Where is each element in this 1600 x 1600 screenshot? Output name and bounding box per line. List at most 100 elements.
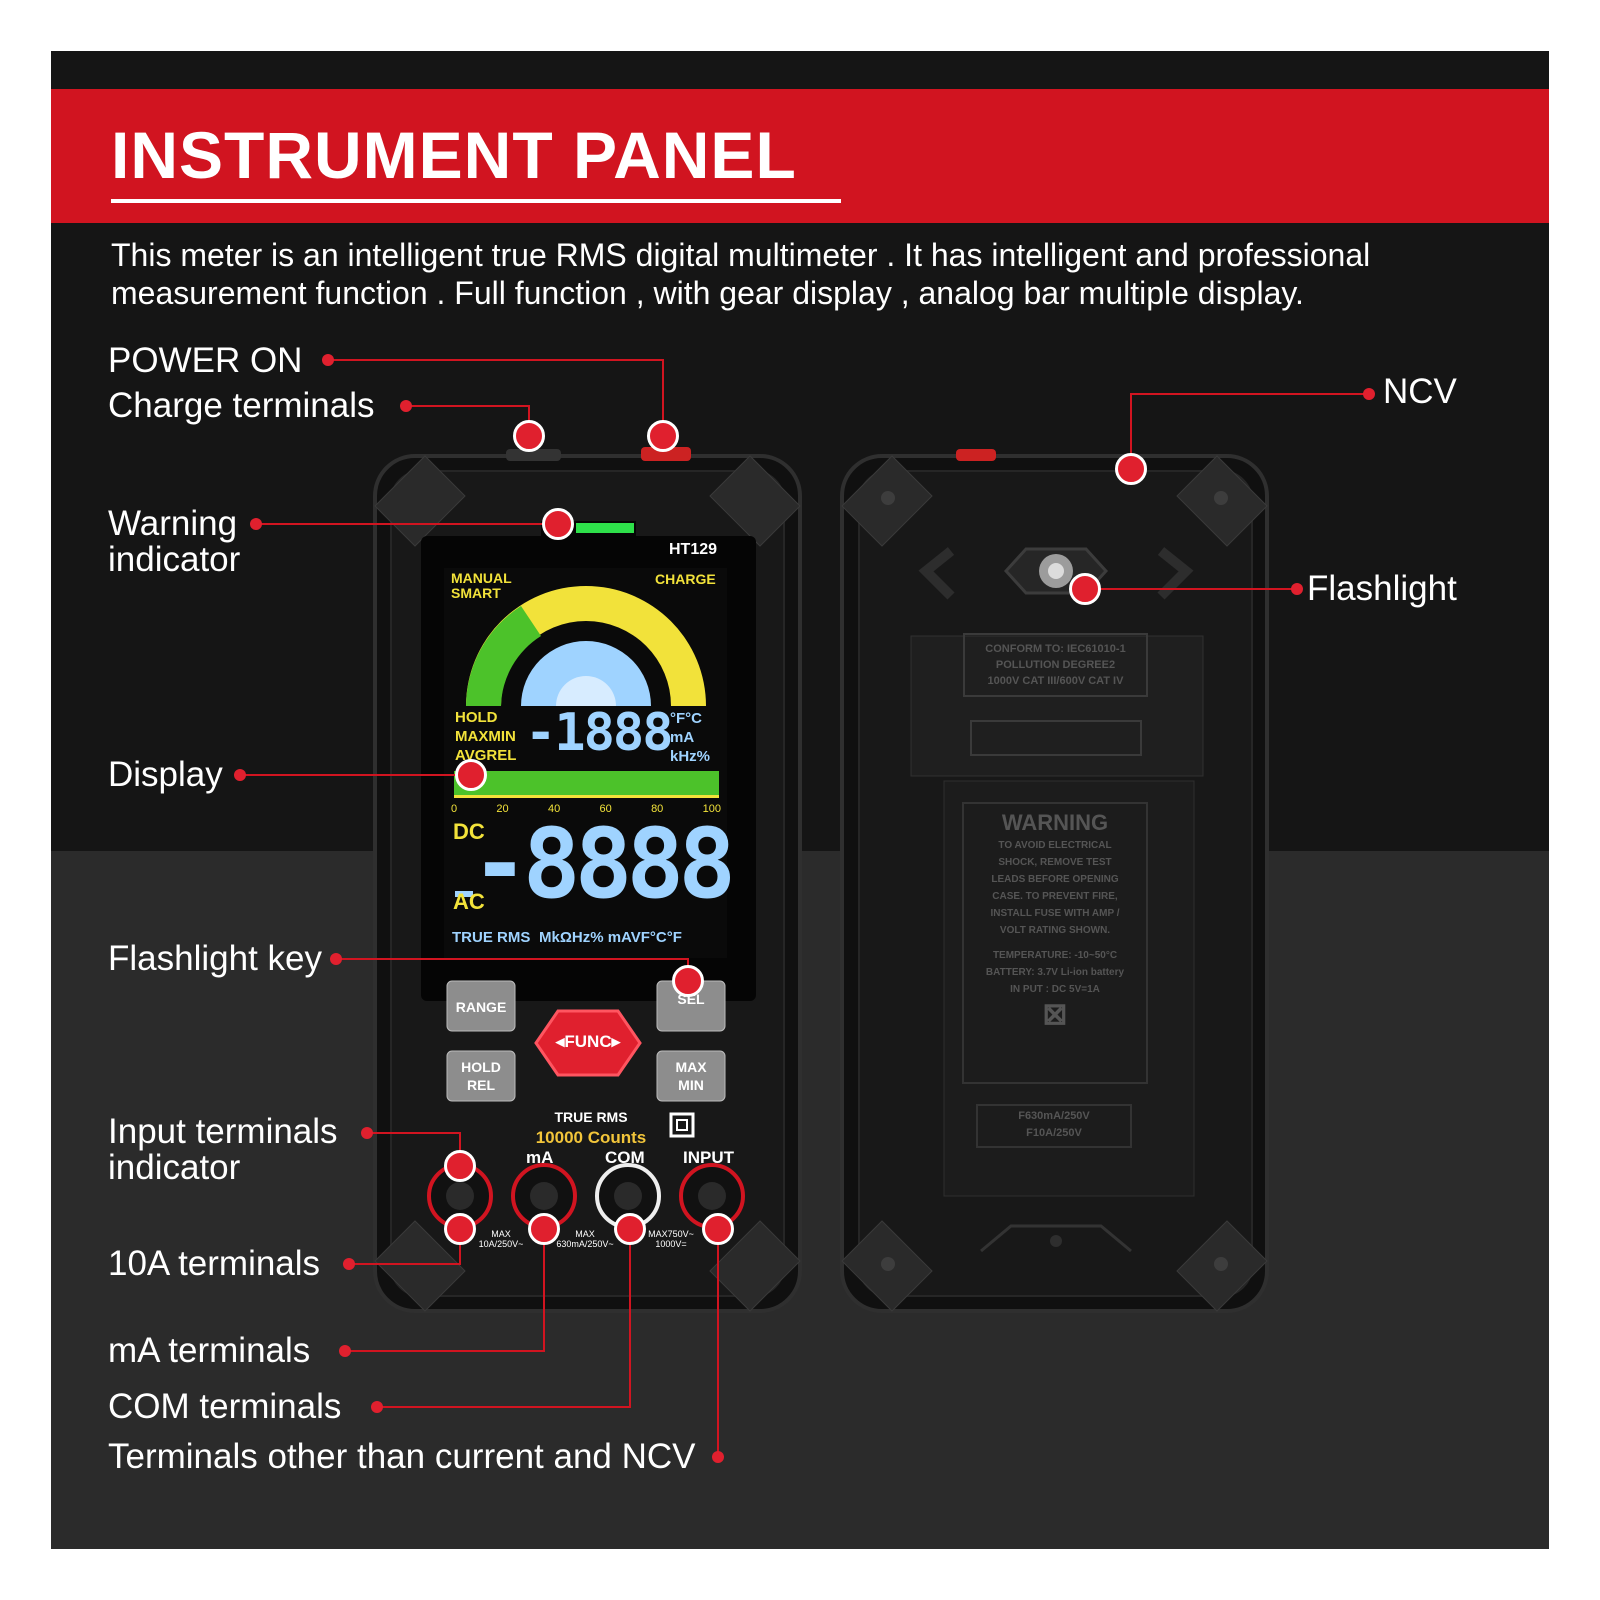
callout-dot — [322, 354, 334, 366]
callout-ncv: NCV — [1383, 372, 1457, 411]
meter-illustration — [240, 359, 1369, 1457]
lcd-bottom-units: MkΩHz% mAVF°C°F — [539, 929, 682, 946]
marker-com-terminal — [614, 1213, 646, 1245]
lcd-top-digits: -1888 — [525, 703, 674, 763]
lcd-hold: HOLD — [455, 709, 498, 726]
front-meter — [373, 447, 802, 1313]
marker-charge-terminal — [513, 420, 545, 452]
scale-tick: 20 — [496, 803, 509, 815]
callout-input-line-2: indicator — [108, 1148, 241, 1187]
model-label: HT129 — [669, 541, 718, 558]
warning-line: TO AVOID ELECTRICAL — [998, 840, 1112, 851]
header-banner: INSTRUMENT PANEL — [51, 89, 1549, 223]
hold-label: HOLD — [461, 1059, 501, 1075]
callout-charge-terminals: Charge terminals — [108, 386, 375, 425]
callout-dot — [1291, 583, 1303, 595]
manual-label: MANUAL SMART — [451, 571, 512, 601]
hold-rel-button[interactable]: HOLD REL — [447, 1058, 515, 1094]
battery-line: BATTERY: 3.7V Li-ion battery — [985, 967, 1125, 978]
range-button[interactable]: RANGE — [455, 999, 507, 1015]
marker-power-on — [647, 420, 679, 452]
callout-dot — [1363, 388, 1375, 400]
warning-line: INSTALL FUSE WITH AMP / — [990, 908, 1120, 919]
intro-line-1: This meter is an intelligent true RMS di… — [111, 237, 1371, 273]
scale-tick: 40 — [547, 803, 561, 815]
lcd-unit-ma: mA — [670, 729, 695, 746]
lcd-charge: CHARGE — [655, 571, 716, 587]
lcd-smart: SMART — [451, 585, 501, 601]
conform-line-3: 1000V CAT III/600V CAT IV — [987, 675, 1124, 687]
callout-warning-indicator: Warning indicator — [108, 506, 240, 578]
instrument-panel: INSTRUMENT PANEL This meter is an intell… — [51, 51, 1549, 1549]
marker-flashlight-key — [672, 965, 704, 997]
fuse-line-2: F10A/250V — [1026, 1127, 1082, 1139]
scale-tick: 60 — [599, 803, 612, 815]
callout-dot — [712, 1451, 724, 1463]
callout-dot — [250, 518, 262, 530]
rating-10a: MAX 10A/250V~ — [478, 1229, 524, 1249]
warning-line: SHOCK, REMOVE TEST — [998, 857, 1112, 868]
callout-dot — [330, 953, 342, 965]
min-label: MIN — [678, 1077, 704, 1093]
warning-plate: WARNING TO AVOID ELECTRICAL SHOCK, REMOV… — [963, 809, 1147, 1032]
marker-display — [455, 759, 487, 791]
true-rms-label: TRUE RMS — [554, 1109, 628, 1125]
marker-input-terminal — [702, 1213, 734, 1245]
fuse-plate: F630mA/250V F10A/250V — [977, 1108, 1131, 1142]
lcd-unit-temp: °F°C — [670, 710, 702, 727]
warning-line: CASE. TO PREVENT FIRE, — [992, 891, 1118, 902]
func-button[interactable]: ◂FUNC▸ — [536, 1032, 640, 1052]
lcd-ac: AC — [453, 889, 485, 914]
callout-dot — [400, 400, 412, 412]
title-underline — [111, 199, 841, 203]
lcd-scale: 0 20 40 60 80 100 — [451, 803, 721, 815]
marker-ma-terminal — [528, 1213, 560, 1245]
lcd-manual: MANUAL — [451, 570, 512, 586]
input-line: IN PUT : DC 5V=1A — [1010, 984, 1100, 995]
marker-warning-indicator — [542, 508, 574, 540]
lcd-main-digits: -8888 — [471, 808, 736, 920]
callout-ma-terminals: mA terminals — [108, 1331, 311, 1370]
rel-label: REL — [467, 1077, 495, 1093]
callout-dot — [371, 1401, 383, 1413]
terminal-input-label: INPUT — [683, 1148, 734, 1167]
lcd-unit-khz: kHz% — [670, 748, 711, 765]
scale-tick: 100 — [702, 803, 721, 815]
marker-ncv — [1115, 453, 1147, 485]
callout-input-indicator: Input terminals indicator — [108, 1114, 338, 1186]
intro-text: This meter is an intelligent true RMS di… — [111, 236, 1451, 312]
scale-tick: 0 — [451, 803, 458, 815]
func-right-arrow-icon: ▸ — [611, 1032, 621, 1051]
callout-flashlight: Flashlight — [1307, 569, 1457, 608]
lcd-top-units: °F°C mA kHz% — [670, 709, 710, 766]
lcd-mode-labels: HOLD MAXMIN AVGREL — [455, 708, 516, 765]
callout-display: Display — [108, 755, 223, 794]
terminal-com-label: COM — [605, 1148, 645, 1167]
callout-flashlight-key: Flashlight key — [108, 939, 322, 978]
lcd-true-rms: TRUE RMS — [452, 929, 531, 946]
max-min-button[interactable]: MAX MIN — [657, 1058, 725, 1094]
intro-line-2: measurement function . Full function , w… — [111, 275, 1304, 311]
max-label: MAX — [675, 1059, 707, 1075]
terminal-ma-label: mA — [526, 1148, 554, 1167]
func-label: FUNC — [564, 1032, 612, 1051]
marker-10a-terminal — [444, 1213, 476, 1245]
func-left-arrow-icon: ◂ — [555, 1032, 565, 1051]
warning-title: WARNING — [1001, 810, 1109, 835]
page-title: INSTRUMENT PANEL — [111, 118, 797, 192]
fuse-line-1: F630mA/250V — [1018, 1110, 1090, 1122]
warning-line: LEADS BEFORE OPENING — [991, 874, 1119, 885]
callout-warning-line-1: Warning — [108, 504, 238, 543]
callout-other-terminals: Terminals other than current and NCV — [108, 1437, 696, 1476]
warning-line: VOLT RATING SHOWN. — [999, 925, 1111, 936]
marker-input-indicator — [444, 1150, 476, 1182]
marker-flashlight — [1069, 573, 1101, 605]
callout-dot — [339, 1345, 351, 1357]
conform-line-1: CONFORM TO: IEC61010-1 — [985, 643, 1126, 655]
counts-label: 10000 Counts — [535, 1128, 647, 1147]
lcd-maxmin: MAXMIN — [455, 728, 516, 745]
conformity-plate: CONFORM TO: IEC61010-1 POLLUTION DEGREE2… — [964, 641, 1147, 689]
callout-dot — [234, 769, 246, 781]
back-meter — [840, 449, 1269, 1313]
rating-ma: MAX 630mA/250V~ — [556, 1229, 614, 1249]
